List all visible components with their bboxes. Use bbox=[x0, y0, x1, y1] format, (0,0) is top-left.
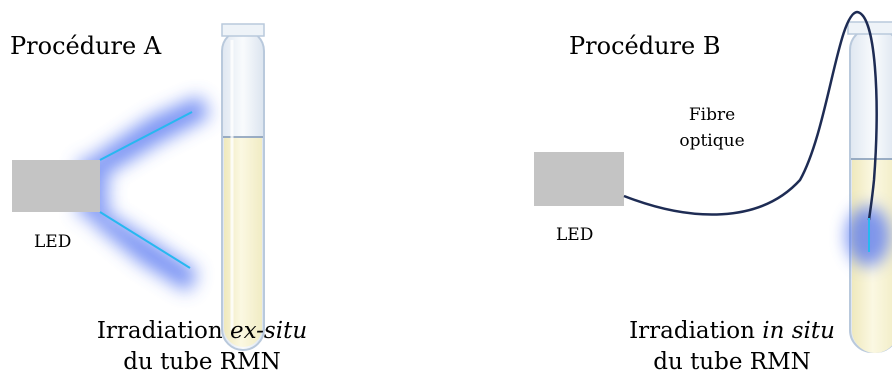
nmr-tube-a bbox=[221, 23, 265, 351]
caption-b-line1: Irradiation in situ bbox=[629, 318, 835, 344]
led-label-a: LED bbox=[34, 232, 72, 252]
led-label-b: LED bbox=[556, 225, 594, 245]
procedure-a-group bbox=[12, 23, 265, 351]
procedure-b-title: Procédure B bbox=[569, 32, 721, 60]
caption-b-italic: in situ bbox=[762, 318, 835, 344]
optical-fiber bbox=[623, 10, 878, 221]
procedure-b-group bbox=[534, 10, 892, 353]
led-block-b bbox=[534, 152, 624, 206]
light-ray-upper bbox=[99, 111, 193, 161]
caption-a-line1: Irradiation ex-situ bbox=[96, 318, 308, 344]
fiber-label-line2: optique bbox=[679, 131, 745, 151]
caption-a: Irradiation ex-situ du tube RMN bbox=[82, 316, 322, 378]
procedure-a-title: Procédure A bbox=[10, 32, 162, 60]
caption-b-line2: du tube RMN bbox=[653, 349, 811, 375]
caption-a-line2: du tube RMN bbox=[123, 349, 281, 375]
light-ray-lower bbox=[99, 211, 191, 269]
fiber-label-line1: Fibre bbox=[688, 105, 736, 125]
nmr-tube-b bbox=[847, 21, 892, 353]
caption-b: Irradiation in situ du tube RMN bbox=[622, 316, 842, 378]
caption-a-italic: ex-situ bbox=[229, 318, 308, 344]
fiber-label: Fibre optique bbox=[672, 102, 752, 154]
led-block-a bbox=[12, 160, 100, 212]
